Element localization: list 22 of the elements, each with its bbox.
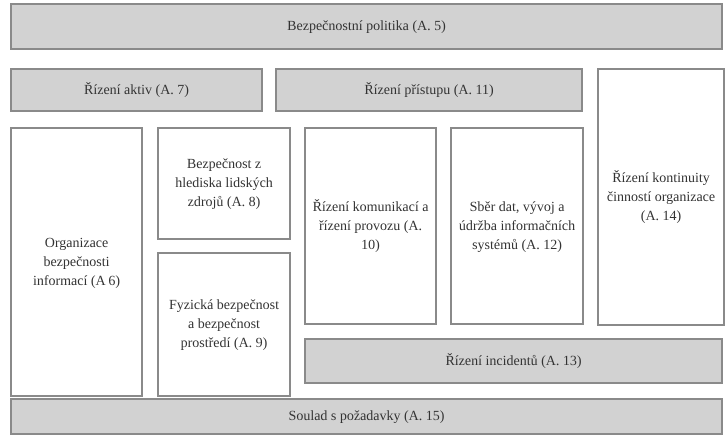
banner-box (275, 68, 583, 112)
box-label: Organizace bezpečnosti informací (A 6) (32, 234, 122, 290)
box-label: Bezpečnost z hlediska lidských zdrojů (A. 8) (174, 156, 274, 212)
banner-box (304, 338, 723, 384)
box-label: Řízení kontinuity činností organizace (A. 14) (606, 169, 716, 226)
box-label: Sběr dat, vývoj a údržba informačních systémů (A. 12) (458, 198, 576, 254)
box-label: Řízení aktiv (A. 7) (83, 81, 190, 100)
box-label: Řízení přístupu (A. 11) (363, 81, 495, 100)
banner-box (10, 398, 723, 435)
domain-box (157, 127, 291, 240)
banner-box (10, 3, 723, 50)
box-label: Fyzická bezpečnost a bezpečnost prostředí (A. 9) (168, 297, 280, 353)
domain-box (597, 68, 725, 326)
box-label: Řízení komunikací a řízení provozu (A. 10) (312, 198, 430, 254)
banner-box (10, 68, 263, 112)
domain-box (10, 127, 143, 397)
box-label: Bezpečnostní politika (A. 5) (286, 18, 447, 36)
domain-box (304, 127, 437, 325)
box-label: Řízení incidentů (A. 13) (444, 352, 583, 370)
domain-box (450, 127, 584, 325)
domain-box (157, 252, 291, 397)
box-label: Soulad s požadavky (A. 15) (288, 408, 446, 426)
